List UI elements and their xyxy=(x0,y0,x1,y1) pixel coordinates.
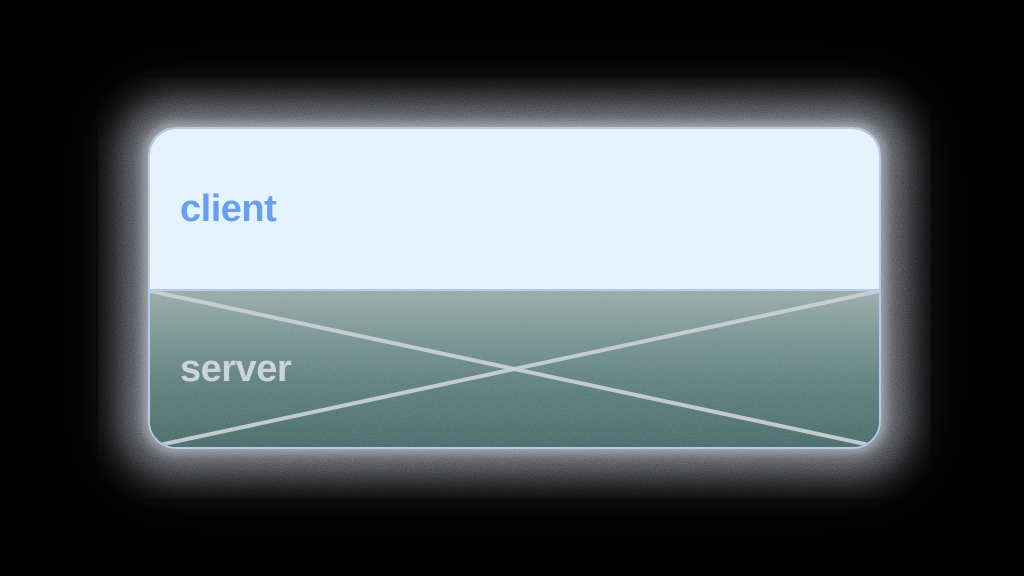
client-section: client xyxy=(150,129,879,291)
server-label: server xyxy=(180,347,292,390)
client-server-card: client server xyxy=(148,127,881,449)
client-label: client xyxy=(180,187,277,230)
server-section: server xyxy=(150,291,879,447)
